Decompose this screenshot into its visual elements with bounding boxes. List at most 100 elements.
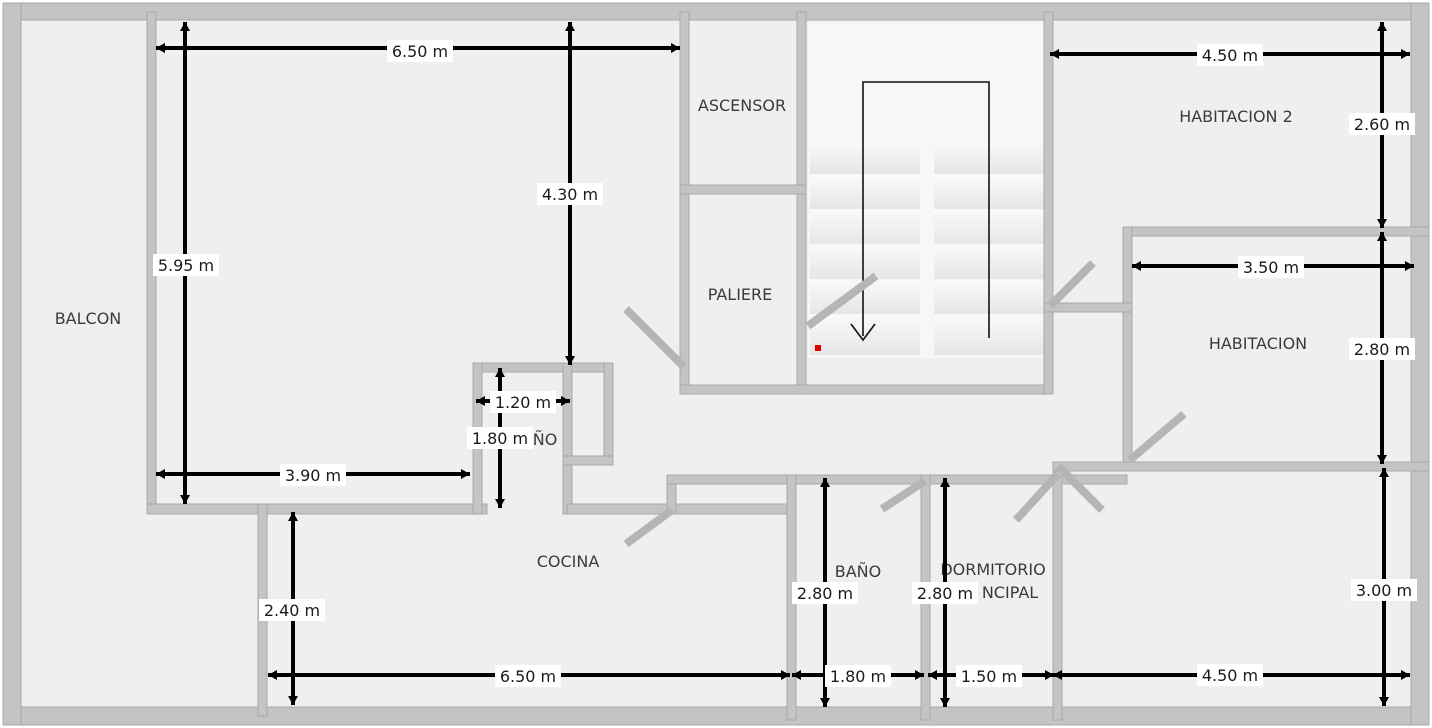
dimension-label-living-height: 5.95 m bbox=[153, 254, 219, 276]
dimension-label-small-bath-width: 1.20 m bbox=[490, 391, 556, 413]
dimension-arrowhead bbox=[1050, 49, 1059, 59]
dimension-label-box bbox=[792, 582, 858, 604]
dimension-label-box bbox=[1238, 256, 1304, 278]
dimension-arrowhead bbox=[820, 478, 830, 487]
dimension-label-box bbox=[1349, 338, 1415, 360]
floor bbox=[12, 12, 1420, 716]
dimension-label-box bbox=[1197, 44, 1263, 66]
dimension-label-box bbox=[490, 391, 556, 413]
dimension-arrowhead bbox=[1053, 670, 1062, 680]
dimension-label-small-bath-height: 1.80 m bbox=[467, 427, 533, 449]
arrow-down-icon bbox=[850, 323, 876, 342]
dimension-value: 1.20 m bbox=[495, 393, 551, 412]
dimension-label-hab-height: 2.80 m bbox=[1349, 338, 1415, 360]
dimension-arrowhead bbox=[156, 469, 165, 479]
dimension-value: 6.50 m bbox=[500, 667, 556, 686]
dimension-arrowhead bbox=[495, 499, 505, 508]
room-label-cocina: COCINA bbox=[537, 552, 600, 571]
dimension-arrowhead bbox=[1405, 261, 1414, 271]
dimension-arrowhead bbox=[671, 43, 680, 53]
dimension-value: 6.50 m bbox=[392, 42, 448, 61]
dimension-arrowhead bbox=[1401, 670, 1410, 680]
dimension-label-box bbox=[259, 599, 325, 621]
dimension-label-box bbox=[387, 40, 453, 62]
dimension-arrowhead bbox=[476, 396, 485, 406]
dimension-arrowhead bbox=[180, 22, 190, 31]
room-label-small-bano: ÑO bbox=[533, 430, 558, 449]
dimension-arrowhead bbox=[820, 698, 830, 707]
dimension-arrowhead bbox=[1132, 261, 1141, 271]
dimension-arrowhead bbox=[156, 43, 165, 53]
dimension-label-box bbox=[280, 464, 346, 486]
dimension-value: 1.80 m bbox=[472, 429, 528, 448]
dimension-label-box bbox=[495, 665, 561, 687]
dimension-arrowhead bbox=[1377, 455, 1387, 464]
dimension-value: 1.80 m bbox=[830, 667, 886, 686]
dimension-label-box bbox=[1197, 664, 1263, 686]
room-label-ascensor: ASCENSOR bbox=[698, 96, 786, 115]
dimension-value: 3.50 m bbox=[1243, 258, 1299, 277]
red-marker bbox=[815, 345, 821, 351]
dimension-label-cocina-width: 6.50 m bbox=[495, 665, 561, 687]
dimension-arrowhead bbox=[781, 670, 790, 680]
dimension-arrowhead bbox=[1379, 468, 1389, 477]
dimension-arrowhead bbox=[1377, 219, 1387, 228]
dimension-value: 5.95 m bbox=[158, 256, 214, 275]
room-labels: BALCON ASCENSOR PALIERE HABITACION 2 HAB… bbox=[55, 96, 1307, 602]
dimension-label-box bbox=[537, 183, 603, 205]
dimension-arrowhead bbox=[561, 396, 570, 406]
dimension-arrowhead bbox=[565, 356, 575, 365]
dimension-arrowhead bbox=[180, 495, 190, 504]
dimension-label-hab2-width: 4.50 m bbox=[1197, 44, 1263, 66]
dimension-value: 2.80 m bbox=[797, 584, 853, 603]
dimension-arrowhead bbox=[288, 512, 298, 521]
doors bbox=[623, 260, 1187, 548]
dimension-label-box bbox=[467, 427, 533, 449]
room-label-habitacion: HABITACION bbox=[1209, 334, 1307, 353]
dimension-label-right-bottom-height: 3.00 m bbox=[1351, 579, 1417, 601]
dimension-label-box bbox=[153, 254, 219, 276]
dimension-value: 2.80 m bbox=[1354, 340, 1410, 359]
dimension-label-box bbox=[912, 582, 978, 604]
dimension-arrowhead bbox=[1045, 670, 1054, 680]
dimension-arrowhead bbox=[461, 469, 470, 479]
room-label-bano: BAÑO bbox=[835, 562, 881, 581]
dimension-label-box bbox=[1349, 113, 1415, 135]
dimension-value: 4.30 m bbox=[542, 185, 598, 204]
room-label-paliere: PALIERE bbox=[708, 285, 773, 304]
dimension-label-bano-height: 2.80 m bbox=[792, 582, 858, 604]
dimension-arrowhead bbox=[268, 670, 277, 680]
dimension-arrowhead bbox=[1401, 49, 1410, 59]
room-label-balcon: BALCON bbox=[55, 309, 122, 328]
dimension-label-living-bottom-width: 3.90 m bbox=[280, 464, 346, 486]
room-label-dormitorio-line2: NCIPAL bbox=[982, 583, 1038, 602]
dimension-value: 3.00 m bbox=[1356, 581, 1412, 600]
dimension-value: 2.80 m bbox=[917, 584, 973, 603]
dimension-arrowhead bbox=[1377, 232, 1387, 241]
dimension-value: 3.90 m bbox=[285, 466, 341, 485]
dimension-arrowhead bbox=[792, 670, 801, 680]
dimension-label-dorm-height: 2.80 m bbox=[912, 582, 978, 604]
dimension-label-box bbox=[1351, 579, 1417, 601]
dimension-value: 1.50 m bbox=[961, 667, 1017, 686]
dimension-label-hab2-height: 2.60 m bbox=[1349, 113, 1415, 135]
dimension-label-dorm-width: 1.50 m bbox=[956, 665, 1022, 687]
dimension-label-living-depth: 4.30 m bbox=[537, 183, 603, 205]
dimension-arrowhead bbox=[495, 368, 505, 377]
stairwell bbox=[808, 22, 1044, 358]
dimension-label-bano-width: 1.80 m bbox=[825, 665, 891, 687]
dimension-value: 2.60 m bbox=[1354, 115, 1410, 134]
dimension-value: 4.50 m bbox=[1202, 666, 1258, 685]
dimension-value: 4.50 m bbox=[1202, 46, 1258, 65]
dimension-arrowhead bbox=[940, 478, 950, 487]
dimension-arrowhead bbox=[928, 670, 937, 680]
dimension-arrowhead bbox=[915, 670, 924, 680]
dimension-label-top-living-width: 6.50 m bbox=[387, 40, 453, 62]
dimension-arrowhead bbox=[288, 696, 298, 705]
dimension-value: 2.40 m bbox=[264, 601, 320, 620]
dimension-label-box bbox=[956, 665, 1022, 687]
dimension-label-cocina-height: 2.40 m bbox=[259, 599, 325, 621]
dimension-label-box bbox=[825, 665, 891, 687]
